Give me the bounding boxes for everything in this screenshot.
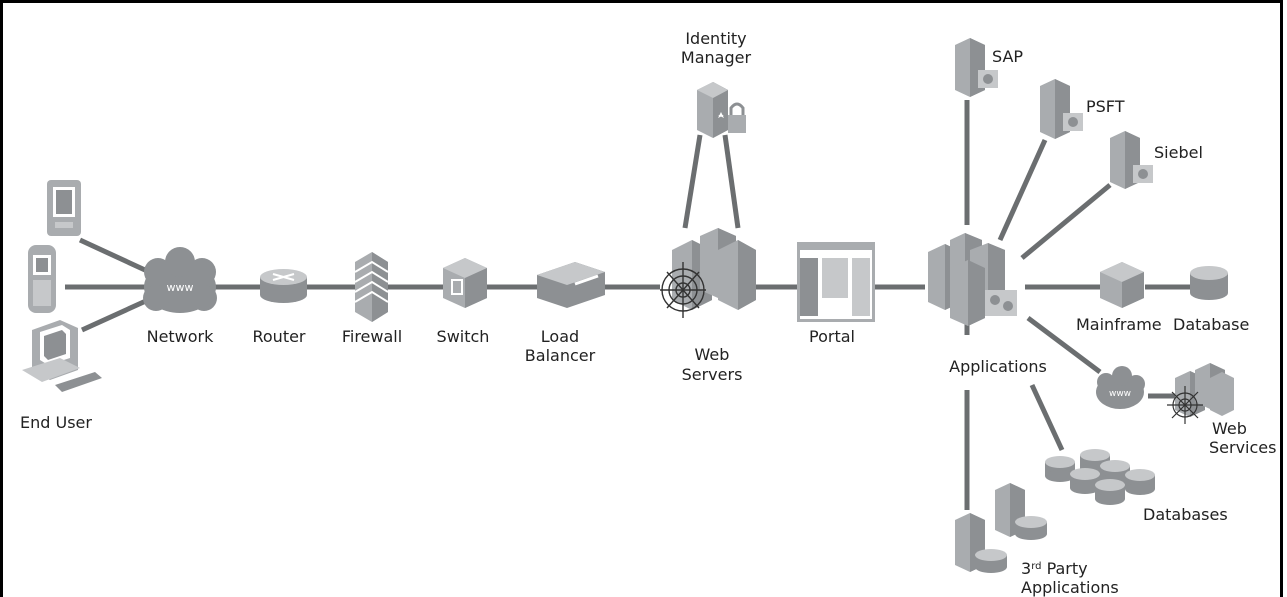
identity-manager-label-line1: Identity bbox=[685, 29, 746, 48]
third-party-label-line1: 3rd Party bbox=[1021, 559, 1088, 578]
link-pda-network bbox=[78, 237, 147, 273]
web-services-cloud-icon: www bbox=[1096, 366, 1145, 409]
web-servers-label-line2: Servers bbox=[682, 365, 743, 384]
applications-label: Applications bbox=[949, 357, 1047, 376]
sap-server-icon bbox=[955, 38, 998, 97]
firewall-label: Firewall bbox=[342, 327, 402, 346]
web-services-icon bbox=[1167, 363, 1234, 424]
link-identity-webservers-1 bbox=[682, 134, 703, 229]
psft-server-icon bbox=[1040, 79, 1083, 139]
link-apps-siebel bbox=[1020, 183, 1112, 260]
mainframe-icon bbox=[1100, 262, 1144, 308]
third-party-applications-icon bbox=[955, 483, 1047, 573]
link-apps-databases bbox=[1029, 383, 1065, 452]
siebel-server-icon bbox=[1110, 131, 1153, 189]
router-label: Router bbox=[252, 327, 305, 346]
web-services-label-line1: Web bbox=[1212, 419, 1247, 438]
link-identity-webservers-2 bbox=[722, 134, 741, 229]
applications-icon bbox=[928, 233, 1017, 326]
router-icon bbox=[260, 269, 307, 303]
identity-manager-icon bbox=[697, 82, 746, 138]
third-party-number: 3 bbox=[1021, 559, 1031, 578]
psft-label: PSFT bbox=[1086, 97, 1125, 116]
pda-icon bbox=[47, 180, 81, 236]
web-services-label-line2: Services bbox=[1209, 438, 1276, 457]
load-balancer-label-line2: Balancer bbox=[525, 346, 596, 365]
mobile-phone-icon bbox=[28, 245, 56, 313]
web-services-cloud-text: www bbox=[1109, 389, 1131, 399]
databases-label: Databases bbox=[1143, 505, 1228, 524]
link-apps-webservices bbox=[1026, 316, 1102, 374]
end-user-label: End User bbox=[20, 413, 92, 432]
firewall-icon bbox=[354, 252, 389, 322]
labels: End User Network Router Firewall Switch … bbox=[20, 29, 1276, 597]
database-icon bbox=[1190, 266, 1228, 300]
load-balancer-label-line1: Load bbox=[541, 327, 579, 346]
sap-label: SAP bbox=[992, 47, 1023, 66]
web-servers-label-line1: Web bbox=[695, 345, 730, 364]
network-label: Network bbox=[147, 327, 215, 346]
portal-label: Portal bbox=[809, 327, 855, 346]
link-apps-psft bbox=[997, 138, 1048, 242]
load-balancer-icon bbox=[537, 262, 605, 308]
third-party-superscript: rd bbox=[1031, 561, 1041, 572]
siebel-label: Siebel bbox=[1154, 143, 1203, 162]
identity-manager-label-line2: Manager bbox=[681, 48, 752, 67]
database-label: Database bbox=[1173, 315, 1249, 334]
network-cloud-text: www bbox=[167, 281, 194, 294]
databases-icon bbox=[1045, 449, 1155, 505]
web-servers-icon bbox=[660, 228, 756, 318]
link-pc-network bbox=[80, 297, 150, 333]
switch-label: Switch bbox=[437, 327, 490, 346]
connections bbox=[65, 100, 1190, 510]
network-cloud-icon: www bbox=[143, 247, 217, 313]
portal-icon bbox=[797, 242, 875, 322]
mainframe-label: Mainframe bbox=[1076, 315, 1162, 334]
third-party-rest: Party bbox=[1041, 559, 1087, 578]
desktop-computer-icon bbox=[22, 320, 102, 392]
switch-icon bbox=[443, 258, 487, 308]
third-party-label-line2: Applications bbox=[1021, 578, 1119, 597]
